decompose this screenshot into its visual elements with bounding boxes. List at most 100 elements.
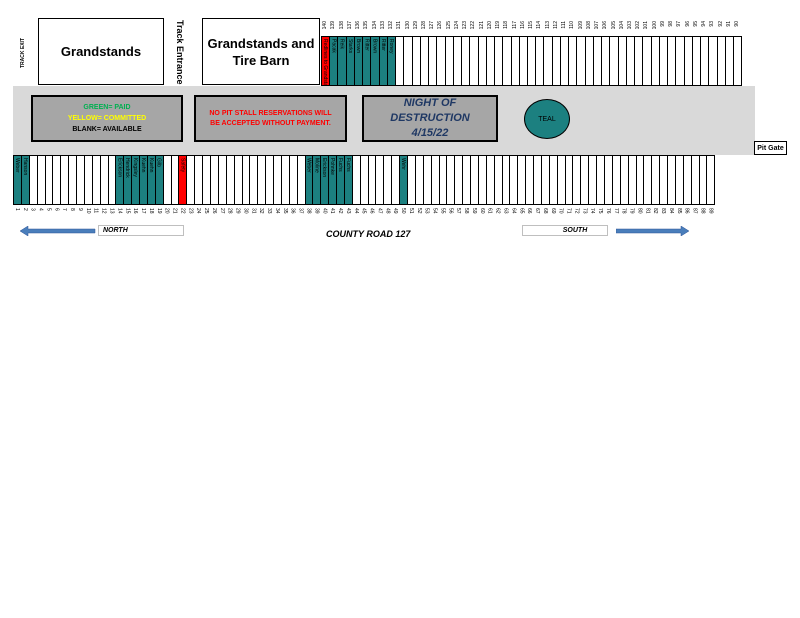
stall-number: 136	[355, 21, 362, 30]
track-exit-label: TRACK EXIT	[20, 38, 26, 68]
stall-number: 12	[100, 208, 107, 214]
stall-occupant-name: Weber	[305, 158, 312, 173]
stall-number: 127	[429, 21, 436, 30]
stall-number: 138	[338, 21, 345, 30]
stall-occupant-name: Pohnke	[329, 158, 336, 175]
stall-number: 63	[502, 208, 509, 214]
stall-occupant-name: Safety	[179, 158, 186, 173]
south-label: SOUTH	[562, 227, 588, 234]
stall-number: 111	[561, 21, 568, 29]
stall-number: 25	[203, 208, 210, 214]
stall-number: 61	[486, 208, 493, 214]
stall-number: 57	[455, 208, 462, 214]
stall-number: 53	[423, 208, 430, 214]
stall-number: 77	[612, 208, 619, 214]
stall-number: 59	[470, 208, 477, 214]
stall-number: 108	[585, 21, 592, 30]
stall-occupant-name: Kuehn	[139, 158, 146, 173]
stall-number: 28	[226, 208, 233, 214]
stall-occupant-name: Brown	[371, 39, 378, 54]
stall-number: 139	[330, 21, 337, 30]
stall-number: 22	[179, 208, 186, 214]
stall-number: 134	[371, 21, 378, 30]
stall-number: 132	[388, 21, 395, 30]
north-label-box: NORTH	[98, 225, 184, 236]
stall-number: 95	[692, 21, 699, 27]
stall-number: 93	[709, 21, 716, 27]
stall-occupant-name: Redlines to Grandstands	[322, 39, 329, 86]
stall-number: 118	[503, 21, 510, 29]
stall-number: 89	[707, 208, 714, 214]
stall-occupant-name: Fuchs	[336, 158, 343, 172]
stall-number: 27	[218, 208, 225, 214]
teal-label: TEAL	[538, 115, 556, 123]
stall-number: 70	[557, 208, 564, 214]
stall-number: 58	[463, 208, 470, 214]
stall-number: 46	[368, 208, 375, 214]
stall-number: 17	[140, 208, 147, 214]
stall-number: 99	[659, 21, 666, 27]
pit-gate-label: Pit Gate	[757, 144, 784, 152]
notice-text: NO PIT STALL RESERVATIONS WILL BE ACCEPT…	[209, 109, 332, 127]
stall-number: 8	[69, 208, 76, 211]
stall-number: 101	[643, 21, 650, 30]
stall-number: 47	[376, 208, 383, 214]
stall-number: 23	[187, 208, 194, 214]
stall-occupant-name: Brown	[355, 39, 362, 54]
stall-occupant-name: Kuehn	[147, 158, 154, 173]
stall-number: 37	[297, 208, 304, 214]
stall-number: 105	[610, 21, 617, 30]
stall-number: 62	[494, 208, 501, 214]
teal-oval: TEAL	[524, 99, 570, 139]
event-name: NIGHT OF DESTRUCTION	[390, 97, 470, 124]
stall-number: 122	[470, 21, 477, 30]
grandstands-label: Grandstands	[60, 44, 142, 59]
stall-occupant-name: Erickson	[321, 158, 328, 178]
stall-number: 56	[447, 208, 454, 214]
stall-number: 9	[76, 208, 83, 211]
stall-number: 75	[597, 208, 604, 214]
stall-number: 126	[437, 21, 444, 30]
stall-number: 10	[84, 208, 91, 214]
top-stall-90	[733, 36, 743, 86]
stall-number: 109	[577, 21, 584, 30]
stall-number: 102	[635, 21, 642, 30]
notice-panel: NO PIT STALL RESERVATIONS WILL BE ACCEPT…	[194, 95, 347, 142]
stall-number: 1	[13, 208, 20, 211]
stall-number: 91	[725, 21, 732, 27]
stall-number: 14	[116, 208, 123, 214]
stall-number: 94	[701, 21, 708, 27]
stall-number: 72	[573, 208, 580, 214]
stall-number: 41	[329, 208, 336, 214]
stall-number: 35	[281, 208, 288, 214]
stall-occupant-name: Moline	[313, 158, 320, 173]
stall-number: 18	[147, 208, 154, 214]
stall-number: 124	[453, 21, 460, 30]
stall-number: 128	[421, 21, 427, 30]
stall-number: 73	[581, 208, 588, 214]
stall-number: 64	[510, 208, 517, 214]
stall-number: 120	[486, 21, 493, 30]
stall-number: 20	[163, 208, 170, 214]
stall-occupant-name: Reik	[338, 39, 345, 50]
stall-occupant-name: Pacak	[330, 39, 337, 53]
stall-number: 76	[604, 208, 611, 214]
stall-number: 97	[676, 21, 683, 27]
stall-number: 129	[412, 21, 419, 30]
stall-number: 30	[242, 208, 249, 214]
stall-number: 86	[683, 208, 690, 214]
stall-occupant-name: Hanson	[21, 158, 28, 176]
stall-number: 107	[594, 21, 601, 30]
stall-number: 74	[589, 208, 596, 214]
stall-number: 43	[344, 208, 351, 214]
stall-number: 31	[250, 208, 257, 214]
event-panel: NIGHT OF DESTRUCTION 4/15/22	[362, 95, 498, 142]
stall-number: 117	[511, 21, 518, 29]
stall-occupant-name: Starks	[346, 39, 353, 54]
stall-number: 92	[717, 21, 724, 27]
grandstands-box: Grandstands	[38, 18, 164, 85]
stall-number: 51	[407, 208, 414, 214]
stall-number: 119	[495, 21, 502, 29]
north-label: NORTH	[103, 227, 128, 234]
stall-number: 55	[439, 208, 446, 214]
